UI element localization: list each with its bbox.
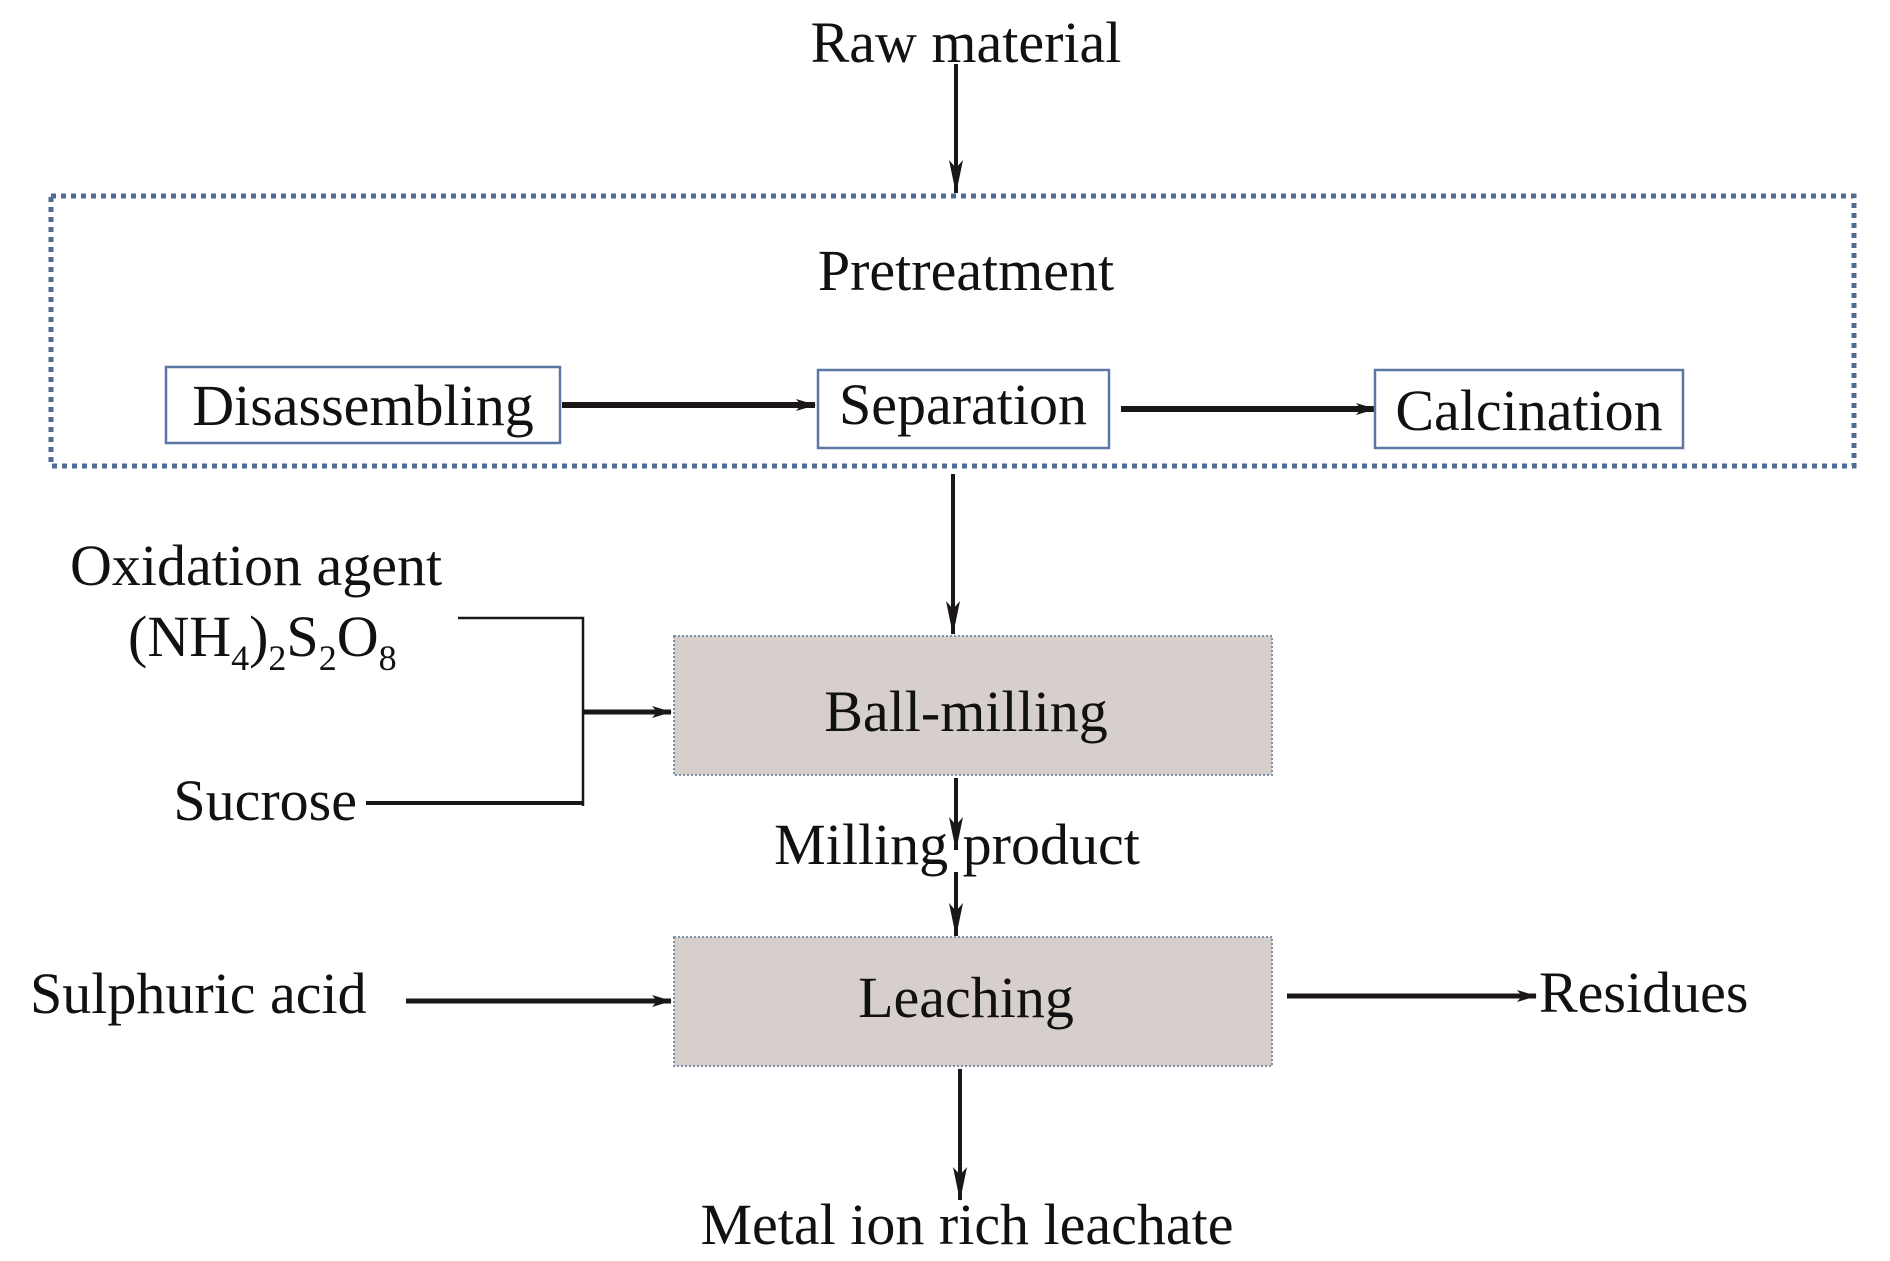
ball-milling-label: Ball-milling bbox=[824, 679, 1108, 744]
formula-subscript: 2 bbox=[268, 638, 286, 678]
milling-product-label: Milling product bbox=[774, 812, 1140, 877]
connector-oxidant bbox=[458, 616, 585, 806]
formula-part: S bbox=[286, 604, 318, 669]
raw-material-label: Raw material bbox=[811, 10, 1122, 75]
leachate-label: Metal ion rich leachate bbox=[700, 1192, 1233, 1257]
calcination-box bbox=[1373, 368, 1685, 450]
formula-subscript: 8 bbox=[379, 638, 397, 678]
leaching-box bbox=[673, 936, 1273, 1067]
formula-part: (NH bbox=[128, 604, 231, 669]
separation-label: Separation bbox=[839, 372, 1087, 437]
formula-subscript: 4 bbox=[231, 638, 249, 678]
residues-label: Residues bbox=[1539, 960, 1748, 1025]
sulphuric-acid-label: Sulphuric acid bbox=[30, 961, 367, 1026]
oxidant-formula: (NH4)2S2O8 bbox=[128, 604, 397, 678]
calcination-label: Calcination bbox=[1395, 378, 1662, 443]
formula-part: ) bbox=[249, 604, 268, 669]
disassembling-label: Disassembling bbox=[192, 373, 534, 438]
separation-box bbox=[816, 368, 1111, 450]
formula-part: O bbox=[337, 604, 379, 669]
oxidation-agent-label: Oxidation agent bbox=[70, 533, 442, 598]
ball-milling-box bbox=[673, 635, 1273, 776]
pretreatment-group bbox=[48, 193, 1857, 469]
pretreatment-title: Pretreatment bbox=[818, 238, 1114, 303]
leaching-label: Leaching bbox=[858, 965, 1074, 1030]
sucrose-label: Sucrose bbox=[173, 768, 357, 833]
disassembling-box bbox=[164, 365, 562, 445]
formula-subscript: 2 bbox=[319, 638, 337, 678]
